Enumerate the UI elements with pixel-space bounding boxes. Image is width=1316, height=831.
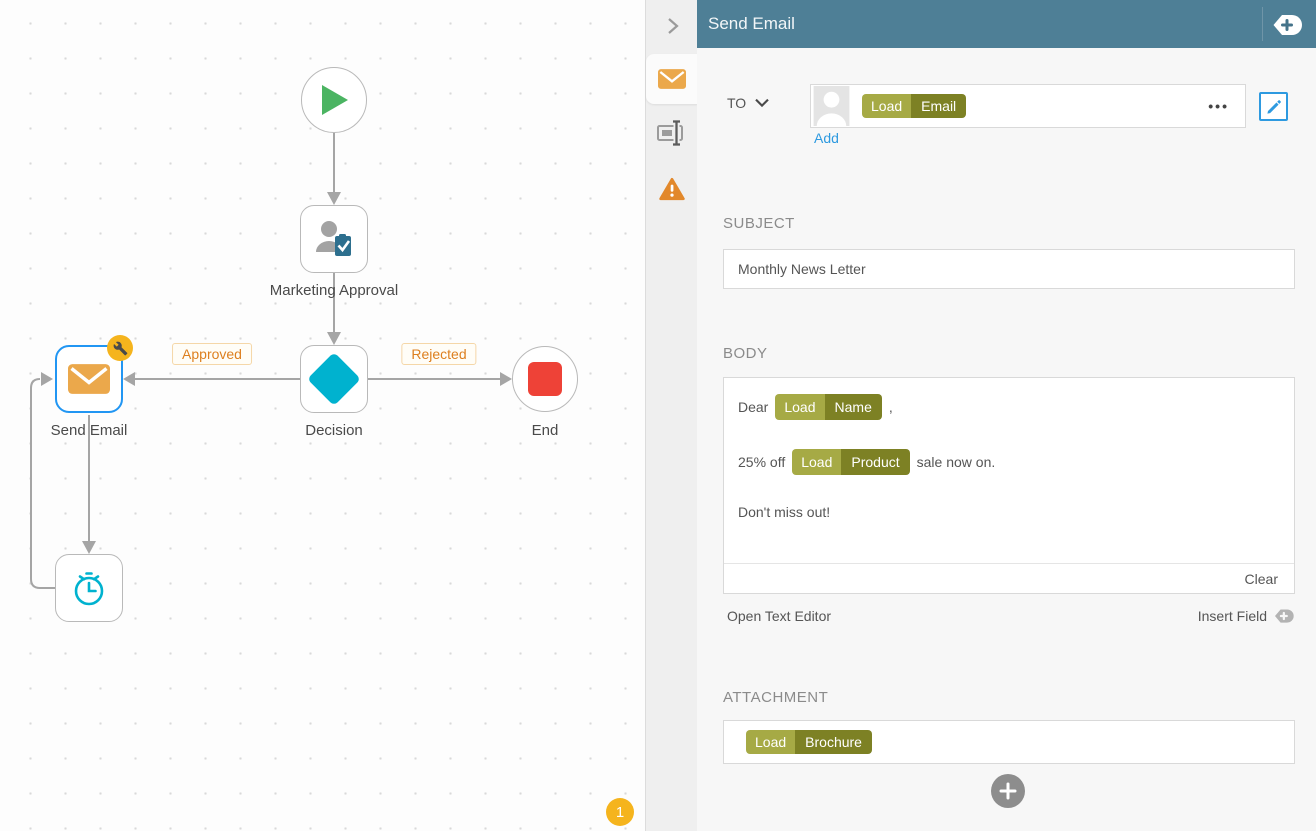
add-field-tag-button[interactable] [1272, 13, 1304, 37]
marketing-approval-node[interactable] [300, 205, 368, 273]
plus-icon [999, 782, 1017, 800]
body-line1-suffix: , [888, 399, 893, 415]
token-load-segment: Load [792, 449, 842, 475]
attachment-field[interactable]: Load Brochure [723, 720, 1295, 764]
body-product-token[interactable]: Load Product [792, 449, 910, 475]
end-node[interactable] [512, 346, 578, 412]
tab-warnings[interactable] [646, 164, 698, 214]
subject-input[interactable] [723, 249, 1295, 289]
wrench-icon [113, 341, 127, 355]
to-email-token[interactable]: Load Email [862, 94, 967, 118]
tag-plus-icon [1274, 609, 1294, 623]
edit-recipient-button[interactable] [1259, 92, 1288, 121]
to-recipient-field[interactable]: Load Email ••• [810, 84, 1246, 128]
token-field-segment: Product [841, 449, 910, 475]
issue-count-badge[interactable]: 1 [606, 798, 634, 826]
body-editor[interactable]: Dear Load Name , 25% off Load Product sa… [723, 377, 1295, 594]
body-line-1: Dear Load Name , [738, 394, 1294, 420]
pencil-icon [1266, 99, 1281, 114]
token-load-segment: Load [746, 730, 796, 754]
chevron-down-icon[interactable] [754, 97, 770, 109]
body-line2-prefix: 25% off [738, 454, 786, 470]
chevron-right-icon [668, 18, 679, 34]
panel-header: Send Email [697, 0, 1316, 48]
decision-diamond-icon [307, 352, 361, 406]
panel-title: Send Email [708, 14, 795, 33]
attachment-section-label: ATTACHMENT [723, 689, 829, 706]
to-label: TO [727, 95, 747, 111]
body-line-3: Don't miss out! [738, 504, 1294, 520]
timer-node[interactable] [55, 554, 123, 622]
token-load-segment: Load [862, 94, 912, 118]
token-load-segment: Load [775, 394, 825, 420]
attachment-brochure-token[interactable]: Load Brochure [746, 730, 872, 754]
panel-tab-strip [645, 0, 698, 831]
body-line2-suffix: sale now on. [916, 454, 996, 470]
edge-label-approved[interactable]: Approved [172, 343, 252, 365]
timer-clock-icon [74, 572, 104, 606]
clear-body-link[interactable]: Clear [1244, 570, 1278, 587]
email-tab-icon [658, 69, 686, 89]
play-icon [322, 85, 348, 115]
insert-field-label: Insert Field [1197, 608, 1267, 624]
avatar-icon [813, 86, 850, 126]
tab-rename[interactable] [646, 108, 698, 158]
workflow-connectors [30, 133, 512, 589]
tag-plus-icon [1273, 15, 1302, 35]
body-name-token[interactable]: Load Name [775, 394, 882, 420]
body-line3-text: Don't miss out! [738, 504, 831, 520]
decision-node[interactable] [300, 345, 368, 413]
token-field-segment: Name [824, 394, 882, 420]
send-email-node[interactable] [55, 335, 133, 413]
marketing-approval-label: Marketing Approval [269, 282, 399, 299]
add-attachment-button[interactable] [991, 774, 1025, 808]
token-field-segment: Brochure [795, 730, 872, 754]
start-node[interactable] [301, 67, 367, 133]
token-field-segment: Email [911, 94, 967, 118]
body-line1-prefix: Dear [738, 399, 769, 415]
email-icon [68, 364, 110, 394]
rename-tab-icon [657, 120, 683, 146]
subject-section-label: SUBJECT [723, 215, 795, 232]
warning-triangle-icon [659, 177, 685, 201]
panel-body: TO Load Email ••• Add SUBJECT [697, 48, 1316, 831]
header-divider [1262, 7, 1263, 41]
body-actions-row: Open Text Editor Insert Field [727, 608, 1295, 624]
body-line-2: 25% off Load Product sale now on. [738, 449, 1294, 475]
tab-email-settings[interactable] [646, 54, 698, 104]
end-label: End [531, 422, 559, 439]
workflow-canvas[interactable]: Marketing Approval Decision End Send Ema… [0, 0, 645, 831]
edge-label-rejected[interactable]: Rejected [401, 343, 477, 365]
open-text-editor-link[interactable]: Open Text Editor [727, 608, 832, 624]
to-label-group: TO [727, 95, 770, 111]
decision-label: Decision [305, 422, 363, 439]
body-footer: Clear [724, 563, 1294, 593]
end-square-icon [528, 362, 562, 396]
insert-field-link[interactable]: Insert Field [1198, 608, 1295, 624]
user-task-icon [316, 221, 351, 256]
send-email-label: Send Email [50, 422, 128, 439]
to-options-ellipsis[interactable]: ••• [1208, 98, 1229, 114]
configured-wrench-badge [107, 335, 133, 361]
add-recipient-link[interactable]: Add [814, 130, 839, 146]
body-section-label: BODY [723, 345, 768, 362]
collapse-panel-button[interactable] [660, 14, 684, 38]
